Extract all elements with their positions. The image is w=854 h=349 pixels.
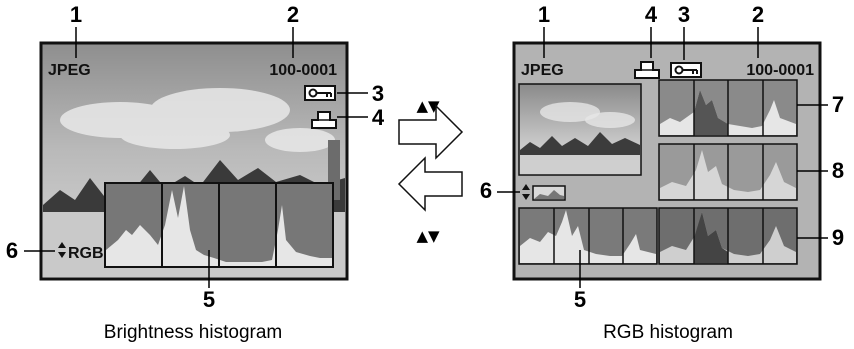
- callout-3-left: 3: [372, 81, 384, 106]
- callout-7: 7: [832, 92, 844, 117]
- left-format-label: JPEG: [48, 62, 91, 79]
- histogram-blue: [658, 207, 798, 265]
- callout-1-right: 1: [538, 2, 550, 27]
- up-down-arrow-icon: [522, 184, 530, 200]
- print-order-icon: [634, 61, 660, 79]
- callout-2-left: 2: [287, 2, 299, 27]
- callout-1-left: 1: [70, 2, 82, 27]
- right-screen: JPEG 100-0001: [512, 41, 822, 281]
- callout-8: 8: [832, 158, 844, 183]
- nav-keys-bottom: ▲▼: [416, 227, 440, 245]
- right-file-number: 100-0001: [746, 62, 814, 79]
- callout-5-left: 5: [203, 287, 215, 312]
- protect-key-icon: [304, 85, 336, 101]
- callout-6-right: 6: [480, 178, 492, 203]
- left-clouds: [60, 88, 335, 152]
- left-mode-label: RGB: [68, 245, 104, 262]
- nav-keys-top: ▲▼: [416, 97, 440, 115]
- left-screen: JPEG 100-0001 RGB: [39, 41, 349, 281]
- left-caption: Brightness histogram: [104, 322, 282, 343]
- right-mode-selector: [522, 184, 566, 201]
- print-order-icon: [311, 111, 337, 129]
- callout-6-left: 6: [6, 238, 18, 263]
- right-callouts: 1 4 3 2 7 8 9 6 5: [480, 2, 844, 312]
- protect-key-icon: [670, 62, 702, 78]
- callout-4-left: 4: [372, 105, 385, 130]
- left-mode-selector: RGB: [58, 242, 104, 262]
- left-brightness-histogram: [104, 182, 334, 268]
- right-format-label: JPEG: [521, 62, 564, 79]
- center-navigation: ▲▼ ▲▼: [397, 97, 464, 245]
- up-down-arrow-icon: [58, 242, 66, 258]
- right-brightness-histogram: [518, 207, 658, 265]
- histogram-red: [658, 79, 798, 137]
- left-callouts: 1 2 3 4 5 6: [6, 2, 385, 312]
- callout-3-right: 3: [678, 2, 690, 27]
- left-file-number: 100-0001: [269, 62, 337, 79]
- histogram-green: [658, 143, 798, 201]
- right-caption: RGB histogram: [603, 322, 733, 343]
- callout-9: 9: [832, 225, 844, 250]
- callout-5-right: 5: [574, 287, 586, 312]
- callout-2-right: 2: [752, 2, 764, 27]
- callout-4-right: 4: [645, 2, 658, 27]
- right-thumbnail: [518, 83, 642, 176]
- right-arrow-icon: [398, 104, 464, 160]
- left-arrow-icon: [397, 156, 463, 212]
